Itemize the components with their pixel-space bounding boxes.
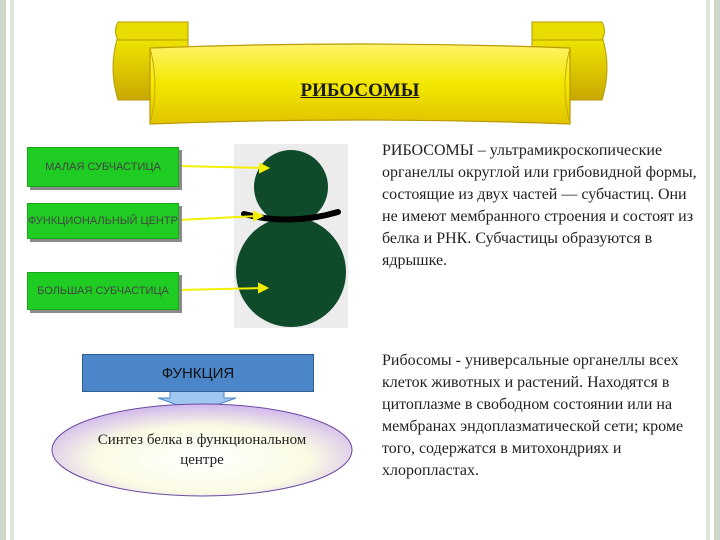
page-title: РИБОСОМЫ	[300, 80, 420, 101]
label-functional-center: ФУНКЦИОНАЛЬНЫЙ ЦЕНТР	[27, 203, 179, 239]
banner-left-tab	[115, 21, 189, 41]
large-subunit	[236, 217, 346, 327]
label-large-subunit: БОЛЬШАЯ СУБЧАСТИЦА	[27, 272, 179, 310]
description-paragraph-2: Рибосомы - универсальные органеллы всех …	[382, 352, 684, 479]
arrow-large-subunit	[178, 287, 264, 291]
label-small-subunit: МАЛАЯ СУБЧАСТИЦА	[27, 147, 179, 187]
small-subunit	[254, 150, 328, 224]
decorative-stripe	[0, 0, 6, 540]
decorative-stripe	[10, 0, 14, 540]
function-description: Синтез белка в функциональном центре	[97, 432, 307, 468]
arrow-small-subunit	[178, 165, 265, 169]
pointer-arrows	[178, 162, 271, 294]
title-banner	[112, 21, 608, 125]
function-ellipse	[51, 403, 353, 497]
decorative-stripe	[714, 0, 720, 540]
arrow-functional-center	[178, 215, 259, 221]
function-header: ФУНКЦИЯ	[82, 354, 314, 392]
banner-right-tab	[531, 21, 605, 41]
decorative-stripe	[706, 0, 710, 540]
description-paragraph-1: РИБОСОМЫ – ультрамикроскопические органе…	[382, 142, 697, 269]
